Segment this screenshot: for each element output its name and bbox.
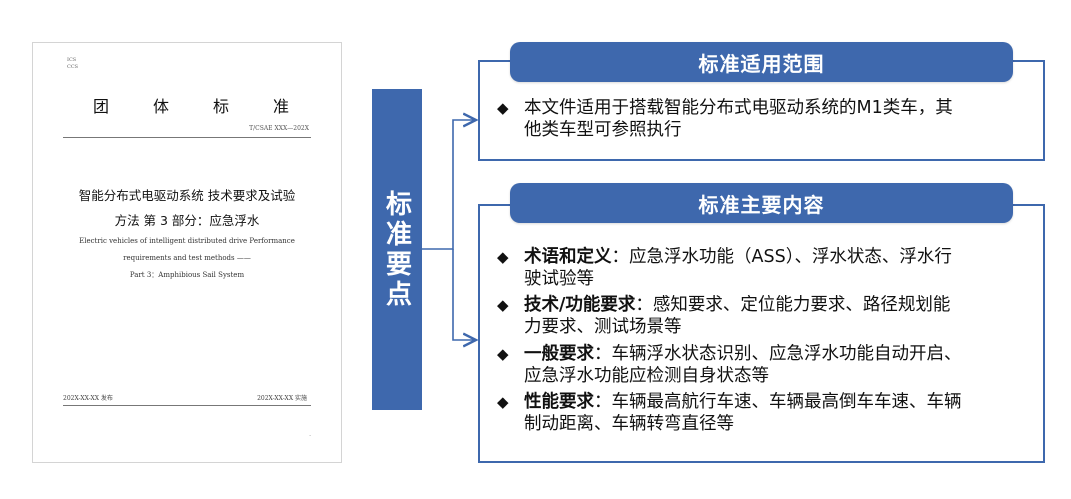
scope-header: 标准适用范围: [510, 42, 1013, 82]
standard-document-thumbnail: ICS CCS 团 体 标 准 T/CSAE XXX—202X 智能分布式电驱动…: [32, 42, 342, 463]
standard-number: T/CSAE XXX—202X: [249, 125, 309, 132]
group-standard-title: 团 体 标 准: [93, 97, 289, 116]
key-points-label: 标准要点: [372, 89, 422, 410]
page-mark: ·: [309, 433, 311, 440]
diamond-bullet-icon: ◆: [497, 99, 509, 117]
diamond-bullet-icon: ◆: [497, 248, 509, 266]
scope-bullet: ◆ 本文件适用于搭载智能分布式电驱动系统的M1类车，其 他类车型可参照执行: [497, 98, 953, 140]
document-english-title: Electric vehicles of intelligent distrib…: [79, 237, 295, 279]
content-item-terms: ◆ 术语和定义：应急浮水功能（ASS）、浮水状态、浮水行 驶试验等: [497, 247, 952, 289]
content-item-technical: ◆ 技术/功能要求：感知要求、定位能力要求、路径规划能 力要求、测试场景等: [497, 295, 951, 337]
content-item-performance: ◆ 性能要求：车辆最高航行车速、车辆最高倒车车速、车辆 制动距离、车辆转弯直径等: [497, 392, 962, 434]
diamond-bullet-icon: ◆: [497, 393, 509, 411]
document-chinese-title: 智能分布式电驱动系统 技术要求及试验 方法 第 3 部分：应急浮水: [78, 188, 296, 228]
implement-date: 202X-XX-XX 实施: [257, 395, 307, 402]
arrow-to-scope: [422, 120, 476, 250]
content-header: 标准主要内容: [510, 183, 1013, 223]
arrow-to-content: [452, 249, 476, 340]
header-rule: [63, 137, 311, 138]
ics-ccs-codes: ICS CCS: [67, 57, 79, 70]
publish-date: 202X-XX-XX 发布: [63, 395, 113, 402]
diamond-bullet-icon: ◆: [497, 296, 509, 314]
footer-rule: [63, 405, 311, 406]
diamond-bullet-icon: ◆: [497, 345, 509, 363]
content-item-general: ◆ 一般要求：车辆浮水状态识别、应急浮水功能自动开启、 应急浮水功能应检测自身状…: [497, 344, 962, 386]
